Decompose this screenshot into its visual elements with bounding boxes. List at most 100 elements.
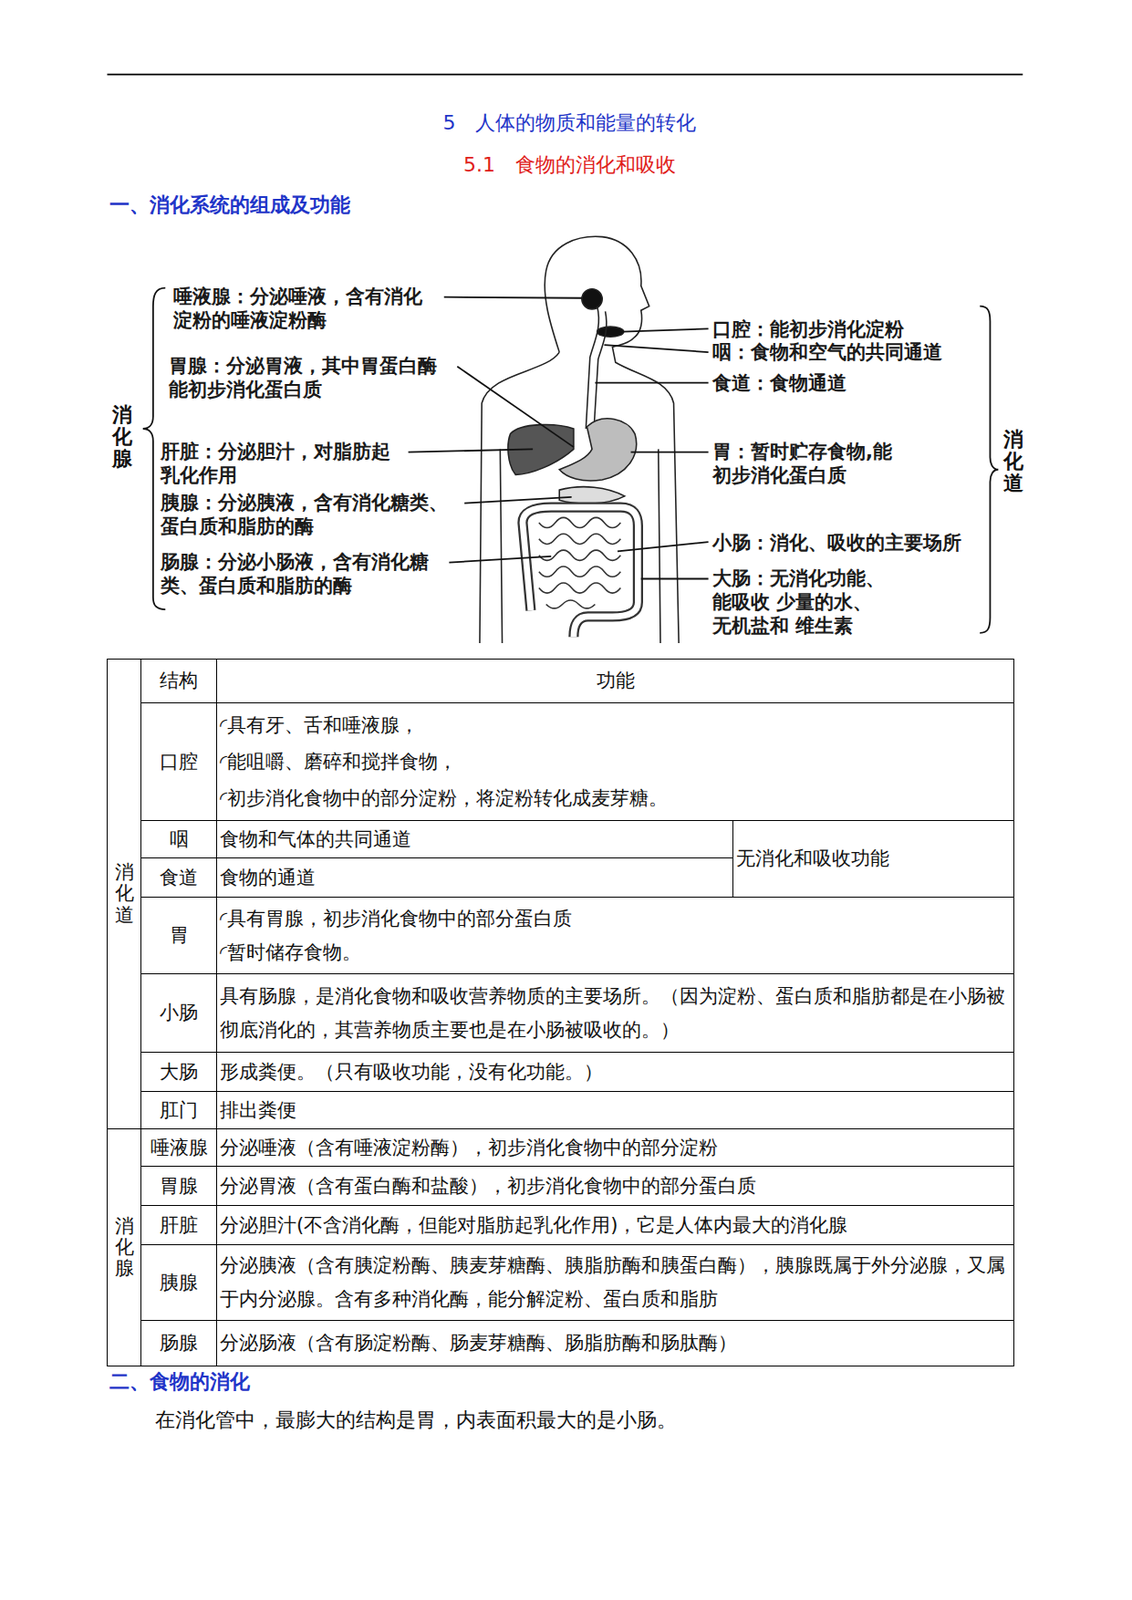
table-cell: 食道 — [141, 858, 218, 898]
table-row: 大肠形成粪便。（只有吸收功能，没有化功能。） — [107, 1052, 1015, 1092]
table-cell: 分泌胃液（含有蛋白酶和盐酸），初步消化食物中的部分蛋白质 — [217, 1166, 1015, 1206]
cell-text: 食物和气体的共同通道 — [219, 822, 730, 857]
cell-text: 分泌胃液（含有蛋白酶和盐酸），初步消化食物中的部分蛋白质 — [219, 1169, 1011, 1204]
gland-callout: 肠腺：分泌小肠液，含有消化糖 类、蛋白质和脂肪的酶 — [160, 550, 439, 598]
table-cell: 结构 — [141, 659, 218, 704]
table-cell: 口腔 — [141, 703, 218, 821]
table-cell: 分泌胆汁(不含消化酶，但能对脂肪起乳化作用)，它是人体内最大的消化腺 — [217, 1205, 1015, 1246]
cell-text: 形成粪便。（只有吸收功能，没有化功能。） — [219, 1055, 1011, 1090]
table-row: 消化腺唾液腺分泌唾液（含有唾液淀粉酶），初步消化食物中的部分淀粉 — [107, 1129, 1015, 1167]
table-cell: 食物的通道 — [217, 858, 734, 898]
function-table: 消化道 结构功能口腔◜具有牙、舌和唾液腺，◜能咀嚼、磨碎和搅拌食物，◜初步消化食物… — [106, 658, 1015, 1367]
table-cell: 咽 — [141, 820, 218, 859]
gland-callout: 胃腺：分泌胃液，其中胃蛋白酶 能初步消化蛋白质 — [168, 353, 449, 402]
cell-text: 分泌肠液（含有肠淀粉酶、肠麦芽糖酶、肠脂肪酶和肠肽酶） — [219, 1326, 1011, 1361]
cell-text: ◜具有牙、舌和唾液腺， — [219, 706, 1011, 744]
cell-heading: 口腔 — [144, 745, 214, 779]
cell-text: ◜暂时储存食物。 — [219, 935, 1011, 970]
table-cell: 肛门 — [141, 1091, 218, 1130]
cell-heading: 小肠 — [144, 996, 214, 1030]
table-cell: ◜具有胃腺，初步消化食物中的部分蛋白质◜暂时储存食物。 — [217, 897, 1015, 975]
table-row: 肠腺分泌肠液（含有肠淀粉酶、肠麦芽糖酶、肠脂肪酶和肠肽酶） — [107, 1320, 1015, 1367]
table-cell: 具有肠腺，是消化食物和吸收营养物质的主要场所。（因为淀粉、蛋白质和脂肪都是在小肠… — [217, 974, 1015, 1053]
cell-text: 具有肠腺，是消化食物和吸收营养物质的主要场所。（因为淀粉、蛋白质和脂肪都是在小肠… — [219, 979, 1011, 1048]
table-row: 咽食物和气体的共同通道无消化和吸收功能 — [107, 820, 1015, 859]
cell-text: 分泌胰液（含有胰淀粉酶、胰麦芽糖酶、胰脂肪酶和胰蛋白酶），胰腺既属于外分泌腺，又… — [219, 1248, 1011, 1317]
cell-text: ◜能咀嚼、磨碎和搅拌食物， — [219, 743, 1011, 780]
group-label: 消化腺 — [112, 404, 133, 471]
gland-callout: 肝脏：分泌胆汁，对脂肪起 乳化作用 — [160, 439, 403, 488]
table-cell: 消化腺 — [107, 1129, 142, 1367]
gland-callout: 唾液腺：分泌唾液，含有消化 淀粉的唾液淀粉酶 — [173, 284, 435, 333]
table-cell: 分泌肠液（含有肠淀粉酶、肠麦芽糖酶、肠脂肪酶和肠肽酶） — [217, 1320, 1015, 1367]
section-heading: 一、消化系统的组成及功能 — [109, 192, 351, 219]
large-intestine — [522, 507, 638, 637]
table-cell: 肝脏 — [141, 1205, 218, 1246]
table-row: 胃◜具有胃腺，初步消化食物中的部分蛋白质◜暂时储存食物。 — [107, 897, 1015, 975]
cell-heading: 结构 — [144, 664, 214, 698]
table-row: 口腔◜具有牙、舌和唾液腺，◜能咀嚼、磨碎和搅拌食物，◜初步消化食物中的部分淀粉，… — [107, 703, 1015, 821]
table-cell: 分泌唾液（含有唾液淀粉酶），初步消化食物中的部分淀粉 — [217, 1129, 1015, 1167]
table-row: 胃腺分泌胃液（含有蛋白酶和盐酸），初步消化食物中的部分蛋白质 — [107, 1166, 1015, 1206]
table-row: 胰腺分泌胰液（含有胰淀粉酶、胰麦芽糖酶、胰脂肪酶和胰蛋白酶），胰腺既属于外分泌腺… — [107, 1245, 1015, 1321]
table-cell: 小肠 — [141, 974, 218, 1053]
small-intestine — [539, 517, 622, 609]
table-cell: 唾液腺 — [141, 1129, 218, 1167]
table-cell: 分泌胰液（含有胰淀粉酶、胰麦芽糖酶、胰脂肪酶和胰蛋白酶），胰腺既属于外分泌腺，又… — [217, 1245, 1015, 1321]
salivary-gland — [597, 326, 624, 337]
cell-heading: 消化道 — [114, 861, 135, 925]
cell-heading: 大肠 — [144, 1055, 214, 1090]
cell-heading: 肠腺 — [144, 1326, 214, 1361]
table-cell: 胃腺 — [141, 1166, 218, 1206]
esophagus — [585, 306, 607, 429]
cell-text: 无消化和吸收功能 — [736, 841, 1011, 876]
table-cell: 排出粪便 — [217, 1091, 1015, 1130]
cell-text: ◜具有胃腺，初步消化食物中的部分蛋白质 — [219, 902, 1011, 936]
cell-heading: 消化腺 — [114, 1215, 135, 1279]
cell-heading: 食道 — [144, 861, 214, 895]
body-text: 在消化管中，最膨大的结构是胃，内表面积最大的是小肠。 — [155, 1407, 677, 1434]
table-cell: 肠腺 — [141, 1320, 218, 1367]
table-cell: ◜具有牙、舌和唾液腺，◜能咀嚼、磨碎和搅拌食物，◜初步消化食物中的部分淀粉，将淀… — [217, 703, 1015, 821]
table-cell: 形成粪便。（只有吸收功能，没有化功能。） — [217, 1052, 1015, 1092]
cell-heading: 肛门 — [144, 1093, 214, 1128]
group-label: 消化道 — [1003, 428, 1024, 496]
table-cell: 无消化和吸收功能 — [733, 820, 1015, 898]
cell-heading: 咽 — [144, 822, 214, 857]
cell-text: 排出粪便 — [219, 1093, 1011, 1128]
cell-text: ◜初步消化食物中的部分淀粉，将淀粉转化成麦芽糖。 — [219, 779, 1011, 817]
cell-heading: 肝脏 — [144, 1208, 214, 1243]
cell-heading: 功能 — [219, 664, 1011, 698]
cell-heading: 胰腺 — [144, 1266, 214, 1300]
table-cell: 胰腺 — [141, 1245, 218, 1321]
top-rule — [106, 73, 1023, 76]
tract-callout: 咽：食物和空气的共同通道 — [712, 340, 943, 364]
table-cell: 消化道 — [107, 659, 142, 1130]
table-cell: 胃 — [141, 897, 218, 975]
table-row: 肝脏分泌胆汁(不含消化酶，但能对脂肪起乳化作用)，它是人体内最大的消化腺 — [107, 1205, 1015, 1246]
section-title: 5.1 食物的消化和吸收 — [3, 152, 1132, 178]
leader-lines — [408, 297, 709, 580]
cell-text: 分泌胆汁(不含消化酶，但能对脂肪起乳化作用)，它是人体内最大的消化腺 — [219, 1208, 1011, 1243]
table-row: 小肠具有肠腺，是消化食物和吸收营养物质的主要场所。（因为淀粉、蛋白质和脂肪都是在… — [107, 974, 1015, 1053]
brace — [979, 306, 998, 634]
pancreas — [559, 487, 625, 504]
table-cell: 大肠 — [141, 1052, 218, 1092]
body-outline — [479, 352, 560, 644]
table-wrap: 消化道 结构功能口腔◜具有牙、舌和唾液腺，◜能咀嚼、磨碎和搅拌食物，◜初步消化食物… — [106, 658, 1014, 1367]
tract-callout: 胃：暂时贮存食物,能 初步消化蛋白质 — [712, 439, 903, 488]
cell-heading: 胃腺 — [144, 1169, 214, 1204]
salivary-gland — [581, 289, 603, 310]
page-title: 5 人体的物质和能量的转化 — [3, 110, 1132, 136]
tract-callout: 食道：食物通道 — [712, 371, 847, 395]
tract-callout: 口腔：能初步消化淀粉 — [712, 317, 904, 342]
table-cell: 功能 — [217, 659, 1015, 704]
section-heading: 二、食物的消化 — [109, 1369, 250, 1395]
cell-text: 食物的通道 — [219, 861, 730, 895]
cell-text: 分泌唾液（含有唾液淀粉酶），初步消化食物中的部分淀粉 — [219, 1131, 1011, 1165]
tract-callout: 大肠：无消化功能、能吸收 少量的水、无机盐和 维生素 — [712, 566, 934, 638]
gland-callout: 胰腺：分泌胰液，含有消化糖类、 蛋白质和脂肪的酶 — [160, 490, 460, 539]
tract-callout: 小肠：消化、吸收的主要场所 — [712, 530, 962, 555]
table-row: 肛门排出粪便 — [107, 1091, 1015, 1130]
